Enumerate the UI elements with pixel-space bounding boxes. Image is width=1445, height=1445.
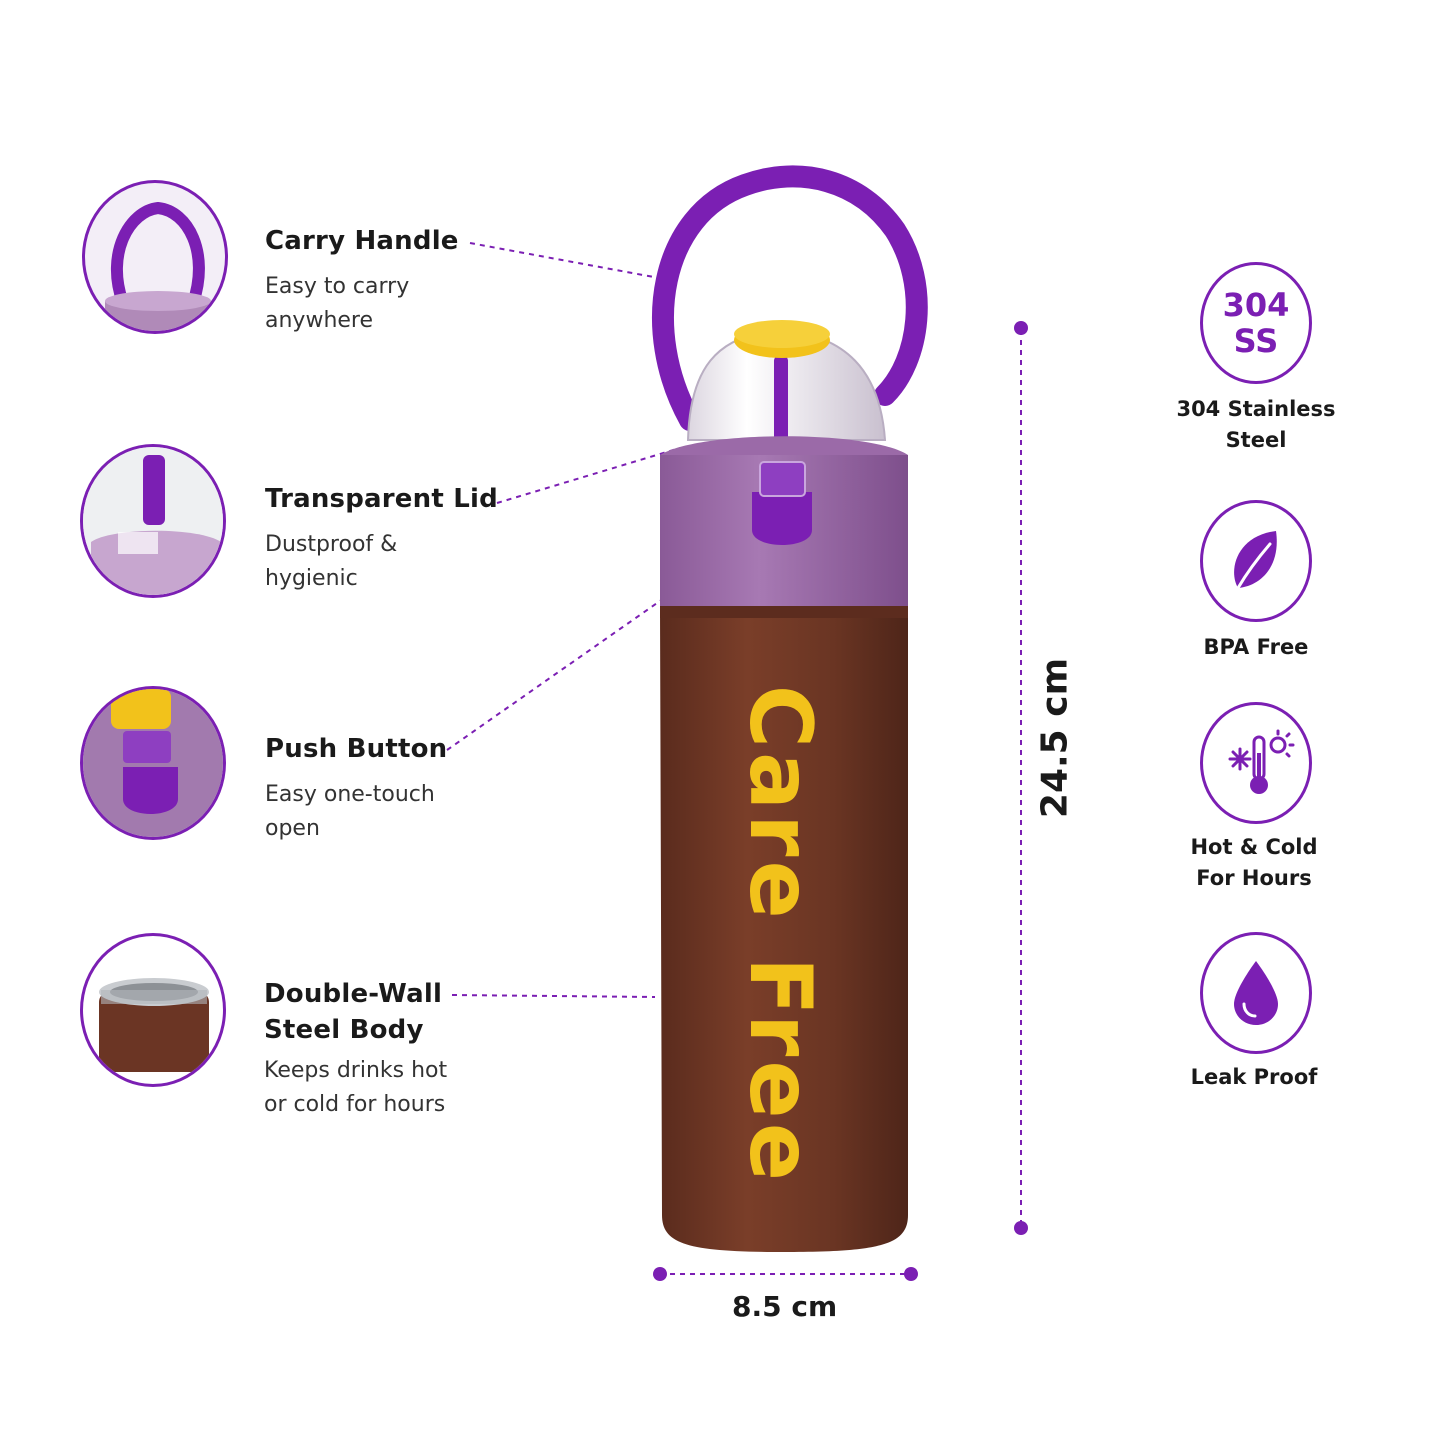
steel-304-icon: 304 SS <box>1222 286 1290 360</box>
bottle-body <box>660 608 908 1252</box>
feature-desc-push-button: Easy one-touch open <box>265 782 435 841</box>
transparent-lid-thumbnail <box>80 444 226 598</box>
steel-cup-icon <box>99 978 209 1072</box>
push-button-thumbnail <box>80 686 226 840</box>
height-dimension-label: 24.5 cm <box>1034 657 1076 819</box>
badge-leak-proof <box>1200 932 1312 1054</box>
badge-label-hot-cold: Hot & Cold For Hours <box>1190 835 1318 890</box>
bottle-brand-text: Care Free <box>730 684 830 1186</box>
feature-desc-carry-handle: Easy to carry anywhere <box>265 274 410 333</box>
feature-title-push-button: Push Button <box>265 734 448 764</box>
feature-title-steel-body: Double-Wall Steel Body <box>264 979 443 1045</box>
carry-handle <box>652 165 928 431</box>
badge-304-ss: 304 SS <box>1200 262 1312 384</box>
badge-label-leak-proof: Leak Proof <box>1190 1065 1318 1089</box>
water-drop-icon <box>1234 961 1278 1025</box>
badge-label-bpa: BPA Free <box>1203 635 1309 659</box>
push-button-icon <box>83 689 223 837</box>
badge-bpa-free <box>1200 500 1312 622</box>
feature-desc-transparent-lid: Dustproof & hygienic <box>265 532 398 591</box>
badge-hot-cold <box>1200 702 1312 824</box>
carry-handle-thumbnail <box>82 180 228 334</box>
badge-label-304: 304 Stainless Steel <box>1176 397 1336 452</box>
feature-title-transparent-lid: Transparent Lid <box>265 484 498 514</box>
steel-body-thumbnail <box>80 933 226 1087</box>
feature-title-carry-handle: Carry Handle <box>265 226 459 256</box>
leaf-icon <box>1234 531 1277 590</box>
handle-icon <box>105 201 211 331</box>
thermometer-snowflake-sun-icon <box>1228 729 1295 794</box>
width-dimension-label: 8.5 cm <box>732 1290 838 1323</box>
feature-desc-steel-body: Keeps drinks hot or cold for hours <box>264 1058 448 1117</box>
push-button-shape <box>752 492 812 545</box>
lid-icon <box>83 447 223 595</box>
